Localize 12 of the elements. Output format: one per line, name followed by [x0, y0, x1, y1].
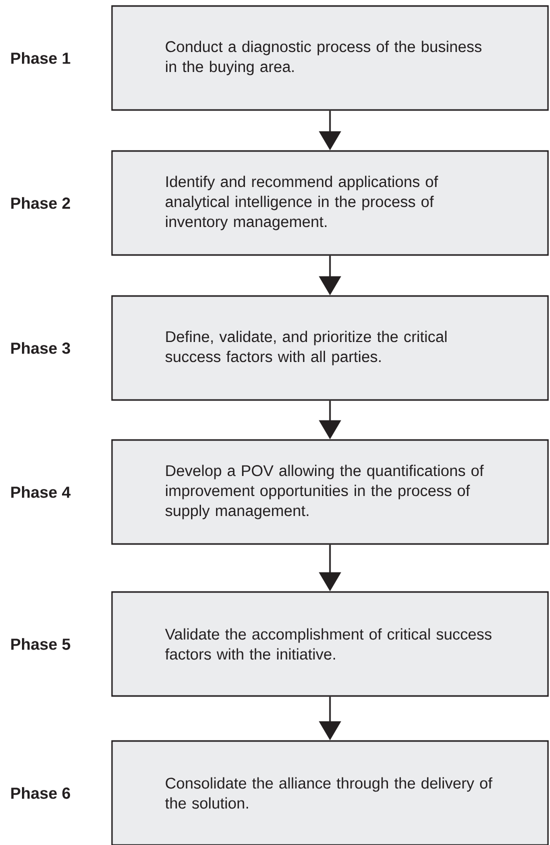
- process-box: Identify and recommend applications of analytical intelligence in the process of inventory management.: [111, 150, 549, 256]
- phase-label: Phase 3: [11, 342, 70, 354]
- process-box: Develop a POV allowing the quantifications of improvement opportunities in the process of supply management.: [111, 439, 549, 545]
- phase-label: Phase 5: [11, 638, 70, 650]
- phase-label: Phase 4: [11, 486, 71, 498]
- process-box: Conduct a diagnostic process of the business in the buying area.: [111, 5, 549, 111]
- process-box: Validate the accomplishment of critical success factors with the initiative.: [111, 591, 549, 697]
- process-box: Consolidate the alliance through the delivery of the solution.: [111, 740, 549, 845]
- phase-label: Phase 1: [11, 52, 70, 64]
- process-box: Define, validate, and prioritize the critical success factors with all parties.: [111, 295, 549, 401]
- phase-label: Phase 6: [11, 787, 70, 799]
- phase-label: Phase 2: [11, 197, 70, 209]
